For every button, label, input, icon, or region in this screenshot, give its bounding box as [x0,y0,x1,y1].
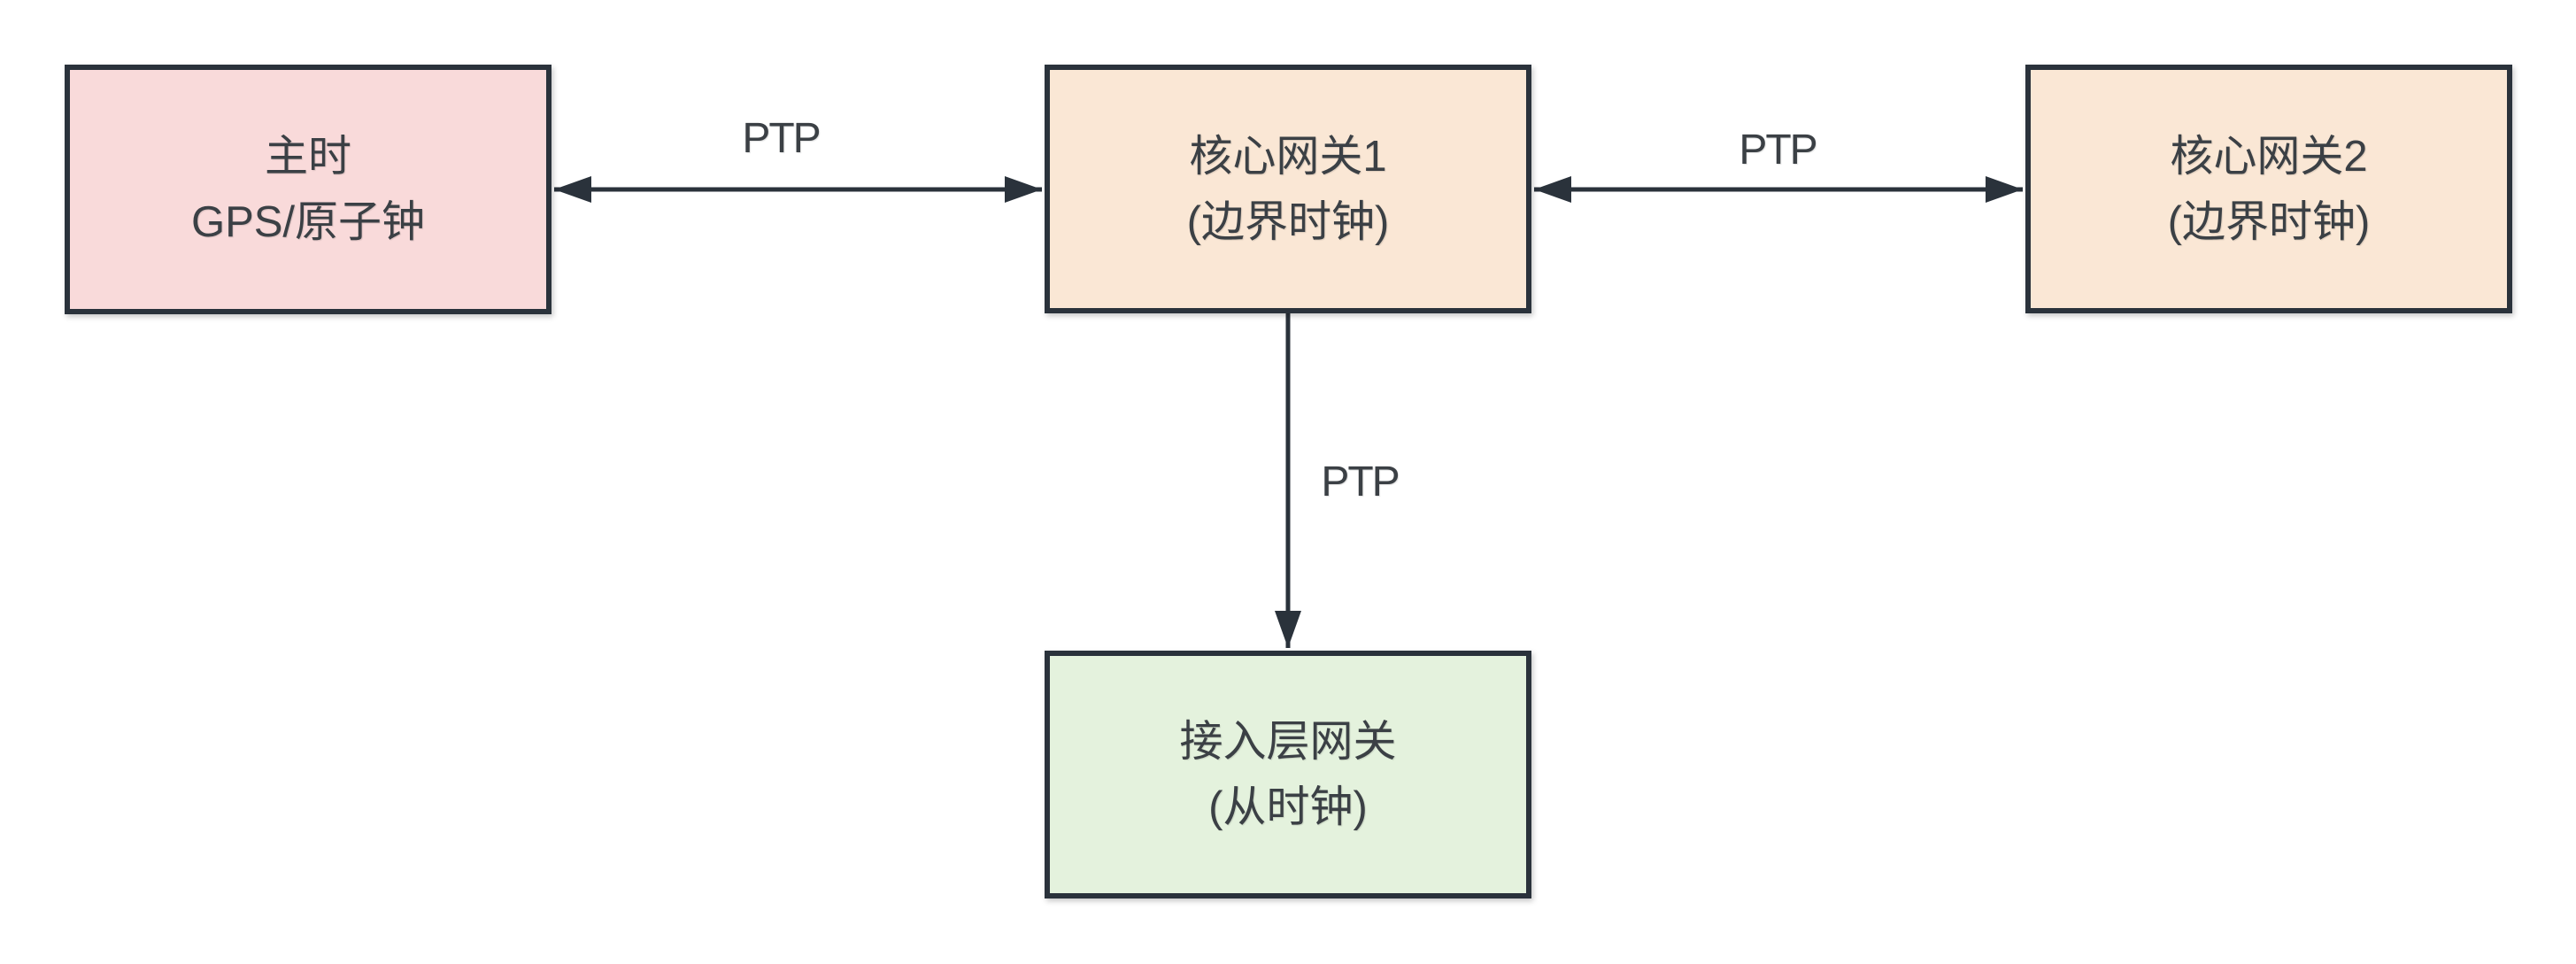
edge-label-core1-core2: PTP [1735,129,1820,172]
edge-label-master-core1: PTP [738,118,823,160]
node-core-gateway-2: 核心网关2 (边界时钟) [2025,65,2512,313]
node-core-gateway-2-line2: (边界时钟) [2167,197,2371,246]
node-access-gateway-line1: 接入层网关 [1179,718,1397,766]
node-core-gateway-2-line1: 核心网关2 [2170,132,2368,181]
node-core-gateway-1-line2: (边界时钟) [1186,197,1390,246]
node-master-clock-line2: GPS/原子钟 [190,198,426,246]
node-core-gateway-1: 核心网关1 (边界时钟) [1045,65,1531,313]
node-master-clock: 主时 GPS/原子钟 [65,65,551,314]
node-access-gateway-line2: (从时钟) [1208,783,1368,831]
node-core-gateway-1-line1: 核心网关1 [1189,132,1387,181]
node-access-gateway: 接入层网关 (从时钟) [1045,651,1531,898]
edge-label-core1-access: PTP [1317,461,1402,504]
node-master-clock-line1: 主时 [264,133,351,181]
